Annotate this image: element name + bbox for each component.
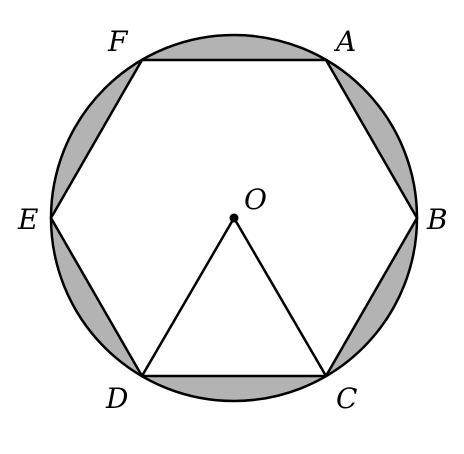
segment-od (140, 217, 236, 377)
label-b: B (426, 203, 448, 236)
label-e: E (17, 203, 38, 236)
segment-oc (232, 217, 328, 377)
label-a: A (333, 25, 356, 58)
center-point-o (229, 213, 239, 223)
label-d: D (105, 382, 128, 415)
label-o: O (244, 183, 267, 216)
label-f: F (107, 25, 129, 58)
label-c: C (336, 382, 357, 415)
